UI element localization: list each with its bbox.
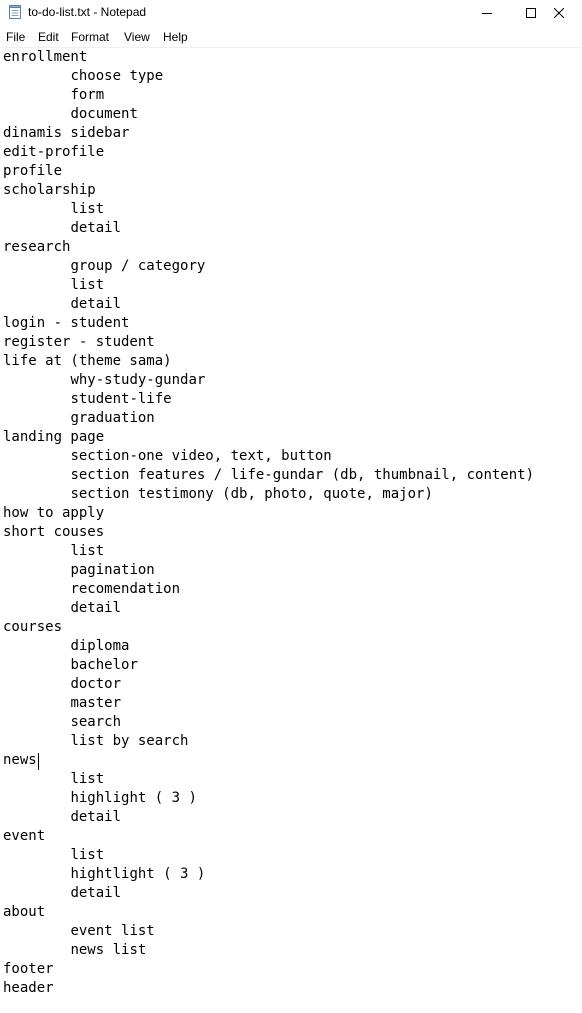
title-bar[interactable]: to-do-list.txt - Notepad — [0, 0, 582, 26]
menu-file[interactable]: File — [6, 30, 26, 44]
window-title: to-do-list.txt - Notepad — [28, 5, 147, 19]
minimize-button[interactable] — [464, 0, 510, 26]
menu-divider — [0, 47, 582, 48]
menu-help[interactable]: Help — [163, 30, 188, 44]
menu-view[interactable]: View — [124, 30, 150, 44]
menu-format[interactable]: Format — [71, 30, 110, 44]
text-caret — [38, 753, 39, 770]
close-icon — [554, 8, 564, 18]
notepad-icon — [9, 5, 21, 19]
document-text[interactable]: enrollment choose type form document din… — [3, 49, 535, 996]
menu-edit[interactable]: Edit — [38, 30, 59, 44]
text-editor[interactable]: enrollment choose type form document din… — [0, 48, 582, 1013]
maximize-icon — [526, 8, 536, 18]
close-button[interactable] — [536, 0, 582, 26]
minimize-icon — [482, 13, 492, 14]
menu-bar: File Edit Format View Help — [0, 28, 582, 47]
maximize-button[interactable] — [508, 0, 554, 26]
